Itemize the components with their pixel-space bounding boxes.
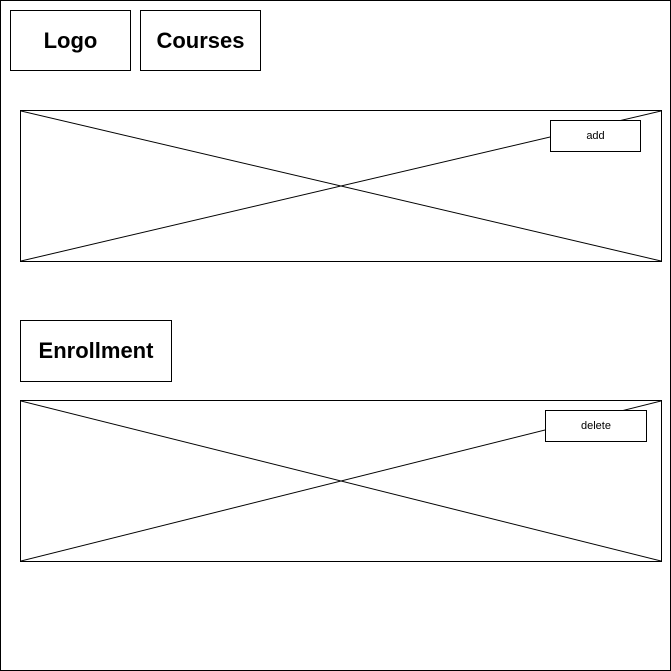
- add-button-label: add: [586, 129, 605, 142]
- add-button[interactable]: add: [550, 120, 641, 152]
- delete-button-label: delete: [581, 419, 611, 432]
- enrollment-title: Enrollment: [20, 320, 172, 382]
- logo-label: Logo: [43, 27, 98, 53]
- logo[interactable]: Logo: [10, 10, 131, 71]
- delete-button[interactable]: delete: [545, 410, 647, 442]
- courses-label: Courses: [156, 27, 245, 53]
- enrollment-label: Enrollment: [38, 338, 154, 363]
- courses-nav-button[interactable]: Courses: [140, 10, 261, 71]
